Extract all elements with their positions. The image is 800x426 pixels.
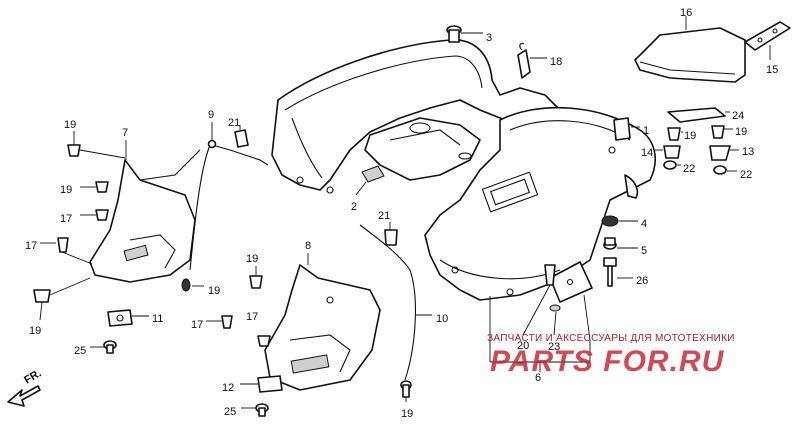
callout-c17b: 17 [25, 240, 37, 252]
callout-c21a: 21 [228, 117, 240, 129]
callout-c22a: 22 [683, 163, 695, 175]
callout-c15: 15 [766, 64, 778, 76]
bracket-15 [744, 21, 791, 60]
callout-c24: 24 [732, 110, 744, 122]
callout-c19b: 19 [60, 184, 72, 196]
callout-c1: 1 [643, 125, 649, 137]
bolt-26 [603, 257, 633, 287]
bolt-19-left [33, 131, 263, 321]
callout-c25b: 25 [224, 406, 236, 418]
clip-2 [355, 181, 367, 196]
callout-c3: 3 [486, 32, 492, 44]
callout-c19e: 19 [246, 253, 258, 265]
watermark-tagline: ЗАПЧАСТИ И АКСЕССУАРЫ ДЛЯ МОТОТЕХНИКИ [487, 333, 735, 344]
nut-12 [240, 375, 283, 393]
clip-14-13 [655, 145, 739, 161]
callout-c10: 10 [436, 313, 448, 325]
rod-9 [181, 122, 269, 292]
callout-c19d: 19 [208, 285, 220, 297]
callout-c9: 9 [208, 109, 214, 121]
callout-c19f: 19 [684, 130, 696, 142]
callout-c7: 7 [122, 127, 128, 139]
callout-c16: 16 [680, 7, 692, 19]
clip-21 [234, 125, 398, 246]
callout-c5: 5 [641, 245, 647, 257]
callout-c23: 23 [548, 341, 560, 353]
grommet-4 [601, 215, 638, 227]
callout-c26: 26 [636, 275, 648, 287]
callout-c2: 2 [351, 201, 357, 213]
callout-c17a: 17 [60, 213, 72, 225]
stay-24 [667, 107, 730, 123]
grommet-1 [613, 117, 640, 141]
callout-c13: 13 [742, 146, 754, 158]
callout-c25a: 25 [74, 345, 86, 357]
plate-20 [522, 261, 593, 341]
grommet-3 [446, 25, 483, 43]
callout-c17d: 17 [246, 311, 258, 323]
bolt-19-bottom [400, 380, 412, 402]
nut-22 [663, 160, 737, 175]
callout-c19c: 19 [29, 325, 41, 337]
nut-11 [107, 309, 149, 327]
mud-guard-8 [264, 253, 381, 391]
callout-c19h: 19 [401, 408, 413, 420]
rod-10 [359, 224, 432, 381]
rear-fender [271, 39, 656, 301]
callout-c17c: 17 [191, 319, 203, 331]
callout-c18: 18 [550, 56, 562, 68]
bracket-6-leader [489, 296, 591, 372]
bolt-25 [90, 340, 269, 417]
callout-c6: 6 [535, 372, 541, 384]
callout-c19a: 19 [64, 119, 76, 131]
clip-18 [517, 42, 547, 79]
callout-c4: 4 [641, 218, 647, 230]
seat-cover-16 [634, 16, 746, 83]
callout-c14: 14 [641, 147, 653, 159]
callout-c11: 11 [152, 313, 163, 325]
mud-guard-7 [89, 140, 201, 283]
callout-c22b: 22 [740, 169, 752, 181]
callout-c12: 12 [222, 382, 234, 394]
bolt-19-right [667, 125, 733, 141]
callout-labels: 1234567891011121314151617171717181919191… [25, 7, 778, 420]
callout-c8: 8 [305, 240, 311, 252]
callout-c19g: 19 [735, 126, 747, 138]
watermark-logo: PARTS FOR.RU [490, 345, 725, 378]
screw-17 [40, 209, 271, 347]
callout-c21b: 21 [378, 210, 390, 222]
callout-c20: 20 [517, 340, 529, 352]
front-direction-arrow-icon [7, 385, 41, 407]
collar-5 [603, 237, 638, 250]
